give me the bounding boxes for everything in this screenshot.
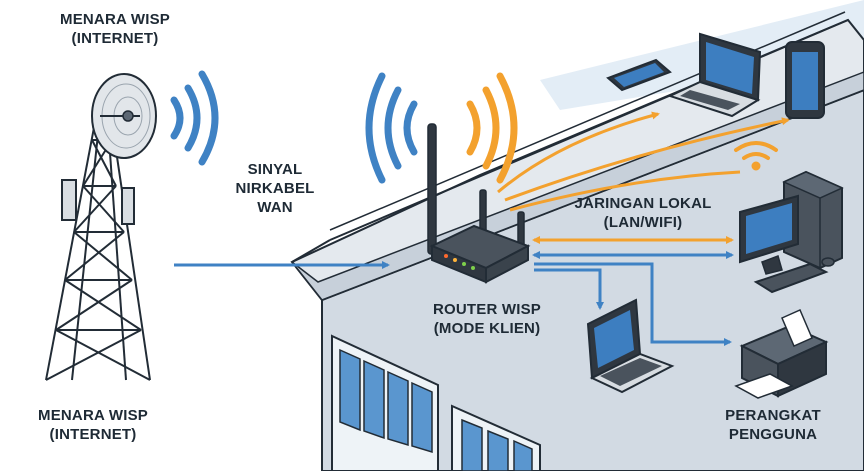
user-devices-label-line1: PERANGKAT <box>725 407 821 424</box>
lan-network-label: JARINGAN LOKAL (LAN/WIFI) <box>548 194 738 232</box>
building-window <box>331 334 439 471</box>
wan-signal-label-line1: SINYAL <box>247 161 303 178</box>
tower-bottom-label: MENARA WISP (INTERNET) <box>18 406 168 444</box>
wan-signal-label-line3: WAN <box>257 199 293 216</box>
laptop-icon <box>586 298 675 394</box>
tower-bottom-label-line2: (INTERNET) <box>49 426 137 443</box>
router-icon <box>427 123 531 284</box>
laptop-icon <box>667 32 762 118</box>
wifi-signal-icon <box>365 72 418 184</box>
wan-signal-label: SINYAL NIRKABEL WAN <box>220 160 330 217</box>
wan-signal-label-line2: NIRKABEL <box>235 180 315 197</box>
tower-bottom-label-line1: MENARA WISP <box>38 407 148 424</box>
lan-network-label-line2: (LAN/WIFI) <box>603 214 683 231</box>
user-devices-label-line2: PENGGUNA <box>728 426 818 443</box>
lan-cable-arrows <box>532 251 734 346</box>
tower-top-label-line1: MENARA WISP <box>60 11 170 28</box>
satellite-dish-icon <box>91 73 157 159</box>
tablet-icon <box>785 41 825 119</box>
wifi-signal-icon <box>170 70 219 166</box>
printer-icon <box>734 309 829 399</box>
desktop-pc-icon <box>739 170 844 294</box>
lan-network-label-line1: JARINGAN LOKAL <box>574 195 712 212</box>
router-label-line2: (MODE KLIEN) <box>433 320 541 337</box>
smartphone-icon <box>606 58 672 92</box>
router-label-line1: ROUTER WISP <box>432 301 542 318</box>
router-label: ROUTER WISP (MODE KLIEN) <box>412 300 562 338</box>
tower-top-label: MENARA WISP (INTERNET) <box>40 10 190 48</box>
lan-wifi-arrows <box>497 111 790 244</box>
wifi-signal-icon <box>466 72 518 184</box>
building-window <box>451 404 541 471</box>
wifi-signal-icon <box>734 141 778 171</box>
user-devices-label: PERANGKAT PENGGUNA <box>708 406 838 444</box>
tower-top-label-line2: (INTERNET) <box>71 30 159 47</box>
